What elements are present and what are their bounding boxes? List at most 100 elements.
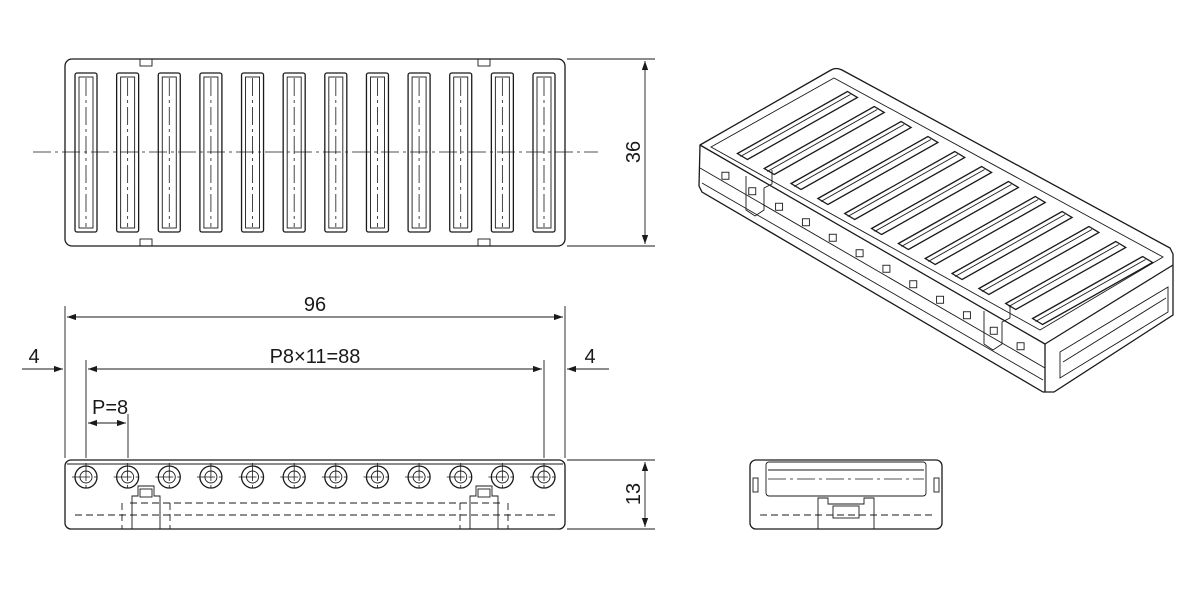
iso-front-hole [909, 280, 918, 289]
slot-outline [115, 72, 140, 233]
iso-front-hole [748, 187, 757, 196]
iso-slot [950, 210, 1074, 281]
iso-slot [843, 150, 967, 221]
iso-slot-inner [820, 139, 932, 202]
front-view [64, 459, 566, 530]
slot-inner [370, 76, 385, 229]
slot-outline [532, 72, 556, 233]
iso-front-hole [1016, 342, 1025, 351]
slot-inner [411, 76, 427, 229]
top-tab [139, 58, 153, 67]
slot-outline [74, 72, 98, 233]
latch-window [477, 488, 491, 498]
front-view-outline [64, 459, 566, 530]
iso-front-holes [721, 171, 1025, 351]
dimension-label-36: 36 [623, 141, 645, 163]
dimension-label-4-right: 4 [584, 346, 595, 368]
slot-inner [203, 76, 219, 229]
slot-outline [407, 72, 431, 233]
slot-inner [245, 76, 260, 229]
front-view-holes [72, 463, 558, 491]
iso-front-hole [936, 295, 945, 304]
iso-slot-inner [901, 184, 1012, 247]
side-view-latch [817, 497, 875, 529]
dimension-overall-length: 96 [64, 294, 566, 458]
iso-front-hole [721, 171, 730, 180]
slot-inner [494, 76, 510, 229]
iso-front-hole [882, 264, 891, 273]
iso-front-hole [989, 326, 998, 335]
iso-front-hole [801, 218, 810, 227]
slot-inner [78, 76, 94, 229]
isometric-view [698, 67, 1174, 393]
slot-outline [157, 72, 181, 233]
dimension-height-top: 36 [567, 58, 655, 247]
dimension-end-margin-right: 4 [567, 346, 609, 373]
slot-inner [286, 76, 302, 229]
slot-inner [453, 76, 469, 229]
iso-slot-inner [767, 109, 878, 172]
iso-slot [897, 180, 1020, 251]
iso-slot [762, 105, 886, 176]
dimension-label-p8x11: P8×11=88 [270, 346, 361, 368]
iso-front-lower-edge [699, 167, 1046, 369]
side-view-outline [749, 459, 943, 530]
iso-front-top-edge [699, 144, 1046, 345]
side-view [749, 459, 943, 530]
dimension-label-96: 96 [304, 294, 326, 316]
dimension-pitch-total: P8×11=88 [85, 346, 545, 458]
dimension-height-front: 13 [567, 459, 655, 530]
latch-outline [131, 485, 161, 529]
slot-outline [324, 72, 348, 233]
iso-slot [1004, 240, 1128, 311]
slot-outline [365, 72, 390, 233]
iso-latch-left [745, 170, 773, 217]
slot-inner [536, 76, 552, 229]
dimension-pitch: P=8 [88, 397, 129, 458]
side-view-inner-top [765, 461, 927, 497]
iso-slot-inner [928, 199, 1039, 262]
front-view-latches [121, 485, 509, 529]
iso-top-face-inner [710, 77, 1164, 331]
iso-slots [736, 90, 1154, 326]
iso-slot-inner [1035, 259, 1146, 322]
iso-latch-right [983, 305, 1011, 351]
iso-slot-inner [793, 124, 905, 187]
iso-slot-inner [954, 214, 1066, 277]
slot-inner [328, 76, 344, 229]
iso-slot-inner [847, 154, 958, 217]
dimension-label-13: 13 [623, 483, 645, 505]
iso-slot-inner [874, 169, 985, 232]
side-view-latch-slot [832, 505, 860, 519]
dimension-label-p8: P=8 [92, 397, 128, 419]
slot-outline [199, 72, 223, 233]
iso-right-top-edge [1044, 264, 1174, 345]
slot-outline [240, 72, 265, 233]
iso-slot [870, 165, 993, 236]
top-tab [477, 58, 491, 67]
slot-outline [449, 72, 473, 233]
iso-front-hole [855, 249, 864, 258]
iso-slot-inner [981, 229, 1093, 292]
iso-slot [923, 195, 1047, 266]
iso-front-bottom-inner [701, 182, 1044, 381]
dimension-end-margin-left: 4 [22, 346, 63, 373]
slot-outline [490, 72, 515, 233]
side-view-notch-right [933, 477, 940, 493]
iso-end-opening-rail [1062, 297, 1167, 363]
top-view [33, 58, 598, 247]
latch-outline [469, 485, 499, 529]
iso-front-hole [828, 233, 837, 242]
dimension-label-4-left: 4 [28, 346, 39, 368]
iso-slot [1031, 255, 1154, 326]
top-view-tabs [139, 58, 491, 247]
iso-slot-inner [740, 94, 851, 157]
iso-end-opening [1059, 286, 1169, 379]
bottom-tab [477, 238, 491, 247]
iso-front-hole [962, 311, 971, 320]
top-view-outline [64, 58, 566, 247]
iso-slot-inner [1008, 244, 1119, 307]
iso-slot [736, 90, 859, 161]
latch-window [139, 488, 153, 498]
